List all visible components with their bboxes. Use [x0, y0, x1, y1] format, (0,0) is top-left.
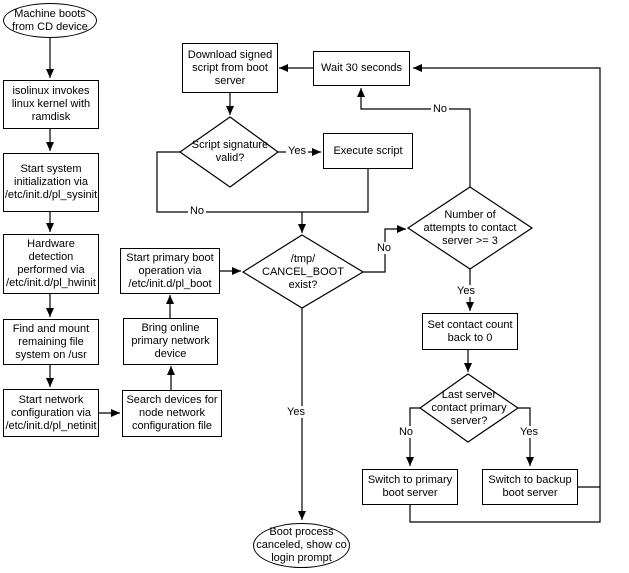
node-boot-canceled: Boot process canceled, show co login pro…: [253, 523, 350, 568]
node-sysinit: Start system initialization via /etc/ini…: [3, 153, 99, 212]
edge-label-cancel-boot-no: No: [374, 242, 394, 254]
edge-label-attempts-no: No: [430, 103, 450, 115]
node-download-script: Download signed script from boot server: [182, 43, 278, 93]
edge-label-cancel-boot-yes: Yes: [285, 406, 307, 418]
node-mount-usr: Find and mount remaining file system on …: [3, 319, 99, 365]
node-execute-script: Execute script: [323, 133, 413, 169]
edge-label-last-server-yes: Yes: [518, 426, 540, 438]
node-wait-30-seconds: Wait 30 seconds: [313, 51, 410, 86]
edge-lastserver-no-primary: [406, 407, 420, 466]
node-machine-boots: Machine boots from CD device: [3, 3, 97, 38]
edge-label-last-server-no: No: [396, 426, 416, 438]
edge-label-attempts-yes: Yes: [455, 285, 477, 297]
node-hwinit: Hardware detection performed via /etc/in…: [3, 234, 99, 294]
node-switch-primary: Switch to primary boot server: [362, 469, 458, 505]
edge-label-sig-valid-no: No: [187, 205, 207, 217]
decision-last-server-label: Last server contact primary server?: [431, 388, 507, 427]
decision-script-signature-label: Script signature valid?: [191, 139, 269, 164]
decision-attempts-label: Number of attempts to contact server >= …: [423, 208, 517, 247]
edge-switchprimary-wait-loop: [409, 64, 601, 523]
decision-cancel-boot-label: /tmp/ CANCEL_BOOT exist?: [262, 252, 344, 291]
node-search-devices: Search devices for node network configur…: [122, 390, 222, 437]
node-pl-boot: Start primary boot operation via /etc/in…: [120, 248, 220, 294]
attempts-count-diamond: [406, 186, 534, 270]
node-netinit: Start network configuration via /etc/ini…: [3, 389, 99, 437]
edge-lastserver-yes-backup: [518, 407, 534, 466]
cancel-boot-exist-diamond: [241, 234, 365, 309]
edge-sigvalid-no-loop: [156, 151, 369, 213]
edge-label-sig-valid-yes: Yes: [286, 145, 308, 157]
node-switch-backup: Switch to backup boot server: [482, 469, 578, 505]
node-isolinux: isolinux invokes linux kernel with ramdi…: [3, 80, 99, 129]
last-server-diamond: [418, 373, 520, 443]
node-reset-count: Set contact count back to 0: [422, 313, 518, 350]
edge-attempts-no-wait: [357, 88, 471, 187]
script-signature-valid-diamond: [178, 116, 280, 188]
node-bring-online: Bring online primary network device: [123, 318, 218, 365]
